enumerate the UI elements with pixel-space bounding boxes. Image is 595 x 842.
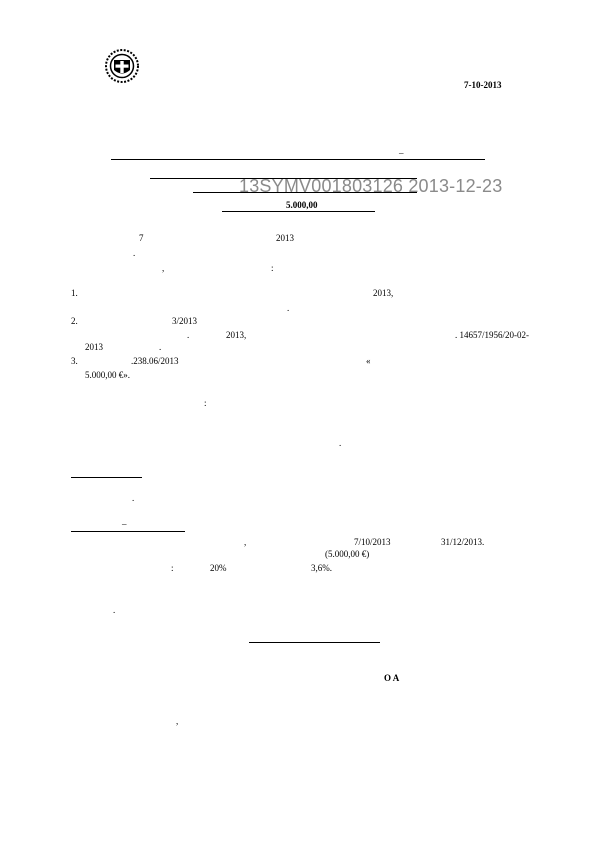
section-1-heading-underline	[71, 477, 142, 478]
closing-underline	[249, 642, 380, 643]
section-2-dash: –	[122, 519, 127, 529]
section-2-colon: :	[171, 563, 174, 573]
section-2-comma: ,	[244, 537, 247, 547]
intro-comma: ,	[162, 263, 165, 273]
title-dash: –	[399, 148, 404, 158]
item-2-dot-2: .	[159, 342, 162, 352]
item-1-number: 1.	[71, 288, 78, 298]
intro-day: 7	[139, 233, 144, 243]
section-1-dot: .	[132, 493, 135, 503]
title-underline-1	[111, 159, 485, 160]
item-2-continuation: 2013	[85, 342, 103, 352]
ada-watermark: 13SYMV001803126 2013-12-23	[239, 176, 503, 196]
contract-start-date: 7/10/2013	[354, 537, 391, 547]
item-1-year: 2013,	[373, 288, 394, 298]
item-2-ref: 3/2013	[172, 316, 198, 326]
intro-colon: :	[271, 263, 274, 273]
item-2-year: 2013,	[226, 330, 247, 340]
document-date: 7-10-2013	[464, 80, 502, 90]
intro-year: 2013	[276, 233, 294, 243]
item-3-quote: «	[366, 356, 371, 366]
signatory-title: Ο Α	[384, 673, 400, 683]
item-3-amount: 5.000,00 €».	[85, 370, 130, 380]
item-3-ref: .238.06/2013	[131, 356, 179, 366]
percent-2: 3,6%.	[311, 563, 332, 573]
item-2-decision: . 14657/1956/20-02-	[455, 330, 529, 340]
section-2-dot: .	[113, 605, 116, 615]
amount-title: 5.000,00	[286, 200, 318, 210]
contract-end-date: 31/12/2013.	[441, 537, 485, 547]
state-emblem-seal	[104, 48, 140, 84]
section-2-heading-underline	[71, 531, 185, 532]
item-2-number: 2.	[71, 316, 78, 326]
title-underline-3	[193, 192, 417, 193]
body-dot: .	[339, 438, 342, 448]
amount-underline	[222, 211, 375, 212]
body-colon: :	[204, 398, 207, 408]
contract-amount: (5.000,00 €)	[325, 549, 370, 559]
percent-1: 20%	[210, 563, 227, 573]
intro-dot: .	[133, 248, 136, 258]
item-3-number: 3.	[71, 356, 78, 366]
item-2-dot: .	[187, 330, 190, 340]
signature-comma: ,	[176, 716, 179, 726]
item-1-dot: .	[287, 303, 290, 313]
title-underline-2	[150, 178, 417, 179]
